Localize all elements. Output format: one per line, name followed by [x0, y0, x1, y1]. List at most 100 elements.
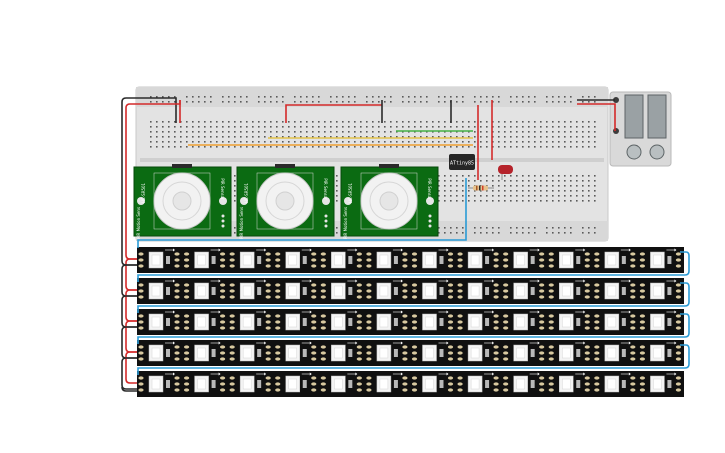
last-strip-ground-wire: [121, 386, 137, 392]
led-pixel: [229, 372, 271, 393]
led-pixel: [639, 341, 682, 362]
led-pixel: [457, 341, 499, 362]
ground-loop-wire: [121, 295, 137, 328]
led-pixel: [548, 310, 590, 331]
chip-label: ATtiny85: [450, 161, 474, 167]
led-pixel: [138, 341, 180, 362]
led-pixel: [548, 279, 590, 300]
led-pixel: [411, 248, 454, 269]
pir-motion-label: PIR Motion Sens: [239, 207, 244, 239]
led-pixel: [229, 310, 271, 331]
led-pixel: [457, 372, 499, 393]
led-pixel: [411, 372, 454, 393]
led-pixel: [320, 279, 362, 300]
led-pixel: [320, 341, 362, 362]
led-pixel: [183, 279, 226, 300]
led-pixel: [366, 310, 408, 331]
led-pixel: [594, 279, 636, 300]
ground-loop-wire: [121, 357, 137, 390]
led-pixel: [320, 372, 362, 393]
main-power-wire: [125, 100, 181, 260]
led-pixel: [275, 341, 317, 362]
pir-motion-label: PIR Motion Sens: [343, 207, 348, 239]
led-pixel: [138, 372, 180, 393]
led-pixel: [503, 372, 545, 393]
led-pixel: [503, 341, 545, 362]
battery-holder: [609, 91, 672, 167]
data-loop-wire: [137, 251, 690, 282]
power-loop-wire: [125, 289, 137, 322]
pir-model-label: HC-SR501: [244, 182, 249, 203]
led-pixel: [183, 310, 226, 331]
led-pixel: [138, 310, 180, 331]
led-pixel: [320, 310, 362, 331]
data-loop-wire: [137, 313, 690, 344]
ground-loop-wire: [121, 264, 137, 297]
resistor: [468, 185, 494, 191]
led-pixel: [229, 341, 271, 362]
led-pixel: [138, 279, 180, 300]
led-pixel: [594, 341, 636, 362]
power-loop-wire: [125, 320, 137, 353]
led-pixel: [457, 310, 499, 331]
led-pixel: [229, 279, 271, 300]
led-pixel: [366, 372, 408, 393]
led-strips: [137, 247, 684, 397]
pir-name-label: PIR Sensor: [427, 178, 432, 200]
red-led: [498, 165, 513, 180]
led-pixel: [275, 248, 317, 269]
led-strip: [137, 371, 684, 397]
led-pixel: [366, 248, 408, 269]
led-strip: [137, 340, 684, 366]
power-loop-wire: [125, 351, 137, 384]
led-pixel: [548, 341, 590, 362]
side-wires: [121, 97, 690, 392]
led-pixel: [229, 248, 271, 269]
led-pixel: [639, 310, 682, 331]
led-pixel: [366, 279, 408, 300]
led-pixel: [639, 248, 682, 269]
led-pixel: [457, 248, 499, 269]
pir-model-label: HC-SR501: [141, 182, 146, 203]
led-pixel: [503, 310, 545, 331]
ground-loop-wire: [121, 326, 137, 359]
microcontroller-chip: ATtiny85: [449, 154, 475, 170]
led-pixel: [411, 310, 454, 331]
led-pixel: [320, 248, 362, 269]
led-pixel: [503, 279, 545, 300]
led-pixel: [594, 372, 636, 393]
led-pixel: [275, 372, 317, 393]
led-strip: [137, 278, 684, 304]
led-pixel: [548, 248, 590, 269]
data-loop-wire: [137, 282, 690, 313]
led-pixel: [275, 279, 317, 300]
pir-name-label: PIR Sensor: [323, 178, 328, 200]
pir-motion-label: PIR Motion Sens: [136, 207, 141, 239]
power-loop-wire: [125, 258, 137, 291]
led-pixel: [639, 372, 682, 393]
led-pixel: [183, 372, 226, 393]
led-pixel: [366, 341, 408, 362]
data-loop-wire: [137, 344, 690, 375]
main-ground-wire: [121, 97, 177, 266]
pir-name-label: PIR Sensor: [220, 178, 225, 200]
wires-breadboard: [175, 99, 616, 180]
led-pixel: [594, 310, 636, 331]
data-wire: [137, 178, 467, 248]
led-strip: [137, 247, 684, 273]
led-pixel: [138, 248, 180, 269]
led-pixel: [411, 279, 454, 300]
led-pixel: [639, 279, 682, 300]
led-strip: [137, 309, 684, 335]
led-pixel: [183, 248, 226, 269]
led-pixel: [275, 310, 317, 331]
led-pixel: [503, 248, 545, 269]
led-pixel: [411, 341, 454, 362]
pir-model-label: HC-SR501: [348, 182, 353, 203]
led-pixel: [457, 279, 499, 300]
